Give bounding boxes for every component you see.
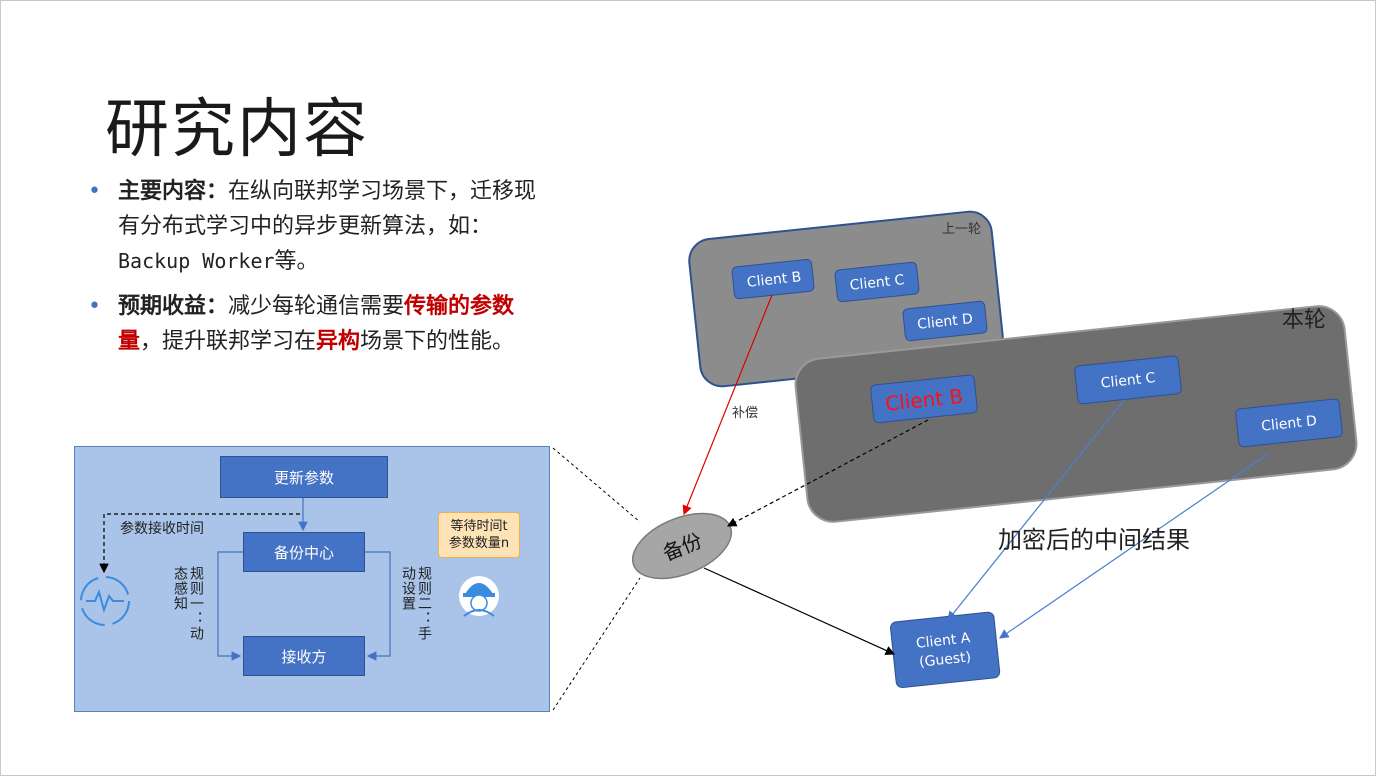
highlight-text: 异构	[316, 328, 361, 354]
this-client-d-label: Client D	[1261, 413, 1318, 435]
bullet-mono-text: Backup Worker	[118, 249, 275, 273]
guest-label-line1: Client A	[915, 630, 971, 652]
prev-client-b	[731, 259, 815, 300]
encrypted-arrow	[999, 453, 1269, 639]
bullet-main-content: • 主要内容：在纵向联邦学习场景下，迁移现有分布式学习中的异步更新算法，如： Ba…	[88, 174, 538, 279]
this-round-label: 本轮	[1282, 308, 1327, 333]
param-receive-time-label: 参数接收时间	[120, 521, 204, 537]
compensate-label: 补偿	[732, 406, 759, 421]
bullet-expected-benefit: • 预期收益：减少每轮通信需要传输的参数量，提升联邦学习在异构场景下的性能。	[88, 289, 538, 359]
bullet-dot-icon: •	[88, 294, 101, 319]
compensate-arrow	[682, 294, 773, 516]
zoom-line	[552, 447, 641, 523]
note-line: 参数数量n	[448, 536, 510, 551]
bullet-text: 减少每轮通信需要	[228, 294, 405, 319]
backup-to-guest-arrow	[703, 567, 896, 655]
wait-params-note: 等待时间t 参数数量n	[438, 512, 520, 558]
this-round-container	[794, 305, 1358, 523]
bullet-list: • 主要内容：在纵向联邦学习场景下，迁移现有分布式学习中的异步更新算法，如： Ba…	[88, 174, 538, 369]
prev-round-label: 上一轮	[942, 222, 982, 237]
note-line: 等待时间t	[450, 519, 508, 534]
highlight-text: 传输的参数量	[118, 293, 515, 354]
bullet-text: 在纵向联邦学习场景下，迁移现有分布式学习中的异步更新算法，如：	[118, 179, 537, 239]
dashed-arrow	[726, 419, 929, 527]
slide-title: 研究内容	[105, 93, 369, 167]
this-client-d	[1235, 398, 1343, 448]
bullet-text-end: 等。	[274, 249, 319, 274]
connector-line	[364, 551, 391, 661]
backup-center-box: 备份中心	[243, 532, 365, 572]
this-client-c	[1074, 355, 1182, 405]
bullet-dot-icon: •	[88, 179, 101, 204]
zoom-line	[552, 577, 641, 711]
rule2-label: 规则二：手动设置	[400, 566, 432, 641]
update-params-box: 更新参数	[220, 456, 388, 498]
connector-line	[217, 551, 244, 661]
guest-client-a	[890, 611, 1001, 689]
rule1-label: 规则一：动态感知	[172, 566, 204, 641]
bullet-lead: 主要内容：	[118, 178, 229, 204]
encrypted-result-label: 加密后的中间结果	[998, 526, 1190, 554]
encrypted-arrow	[947, 399, 1125, 621]
worker-helmet-icon	[459, 576, 499, 617]
receiver-box: 接收方	[243, 636, 365, 676]
prev-client-c	[834, 261, 920, 303]
this-client-c-label: Client C	[1100, 370, 1156, 392]
monitor-pulse-icon	[80, 576, 130, 626]
dashed-connector	[99, 513, 300, 574]
this-client-b	[870, 374, 978, 424]
bullet-text: ，提升联邦学习在	[140, 329, 317, 354]
prev-client-b-label: Client B	[746, 269, 802, 291]
prev-client-c-label: Client C	[849, 272, 905, 294]
bullet-lead: 预期收益：	[118, 293, 229, 319]
prev-client-d-label: Client D	[917, 311, 974, 333]
prev-client-d	[902, 300, 988, 342]
bullet-text-end: 场景下的性能。	[360, 329, 515, 354]
guest-label-line2: (Guest)	[918, 649, 971, 670]
